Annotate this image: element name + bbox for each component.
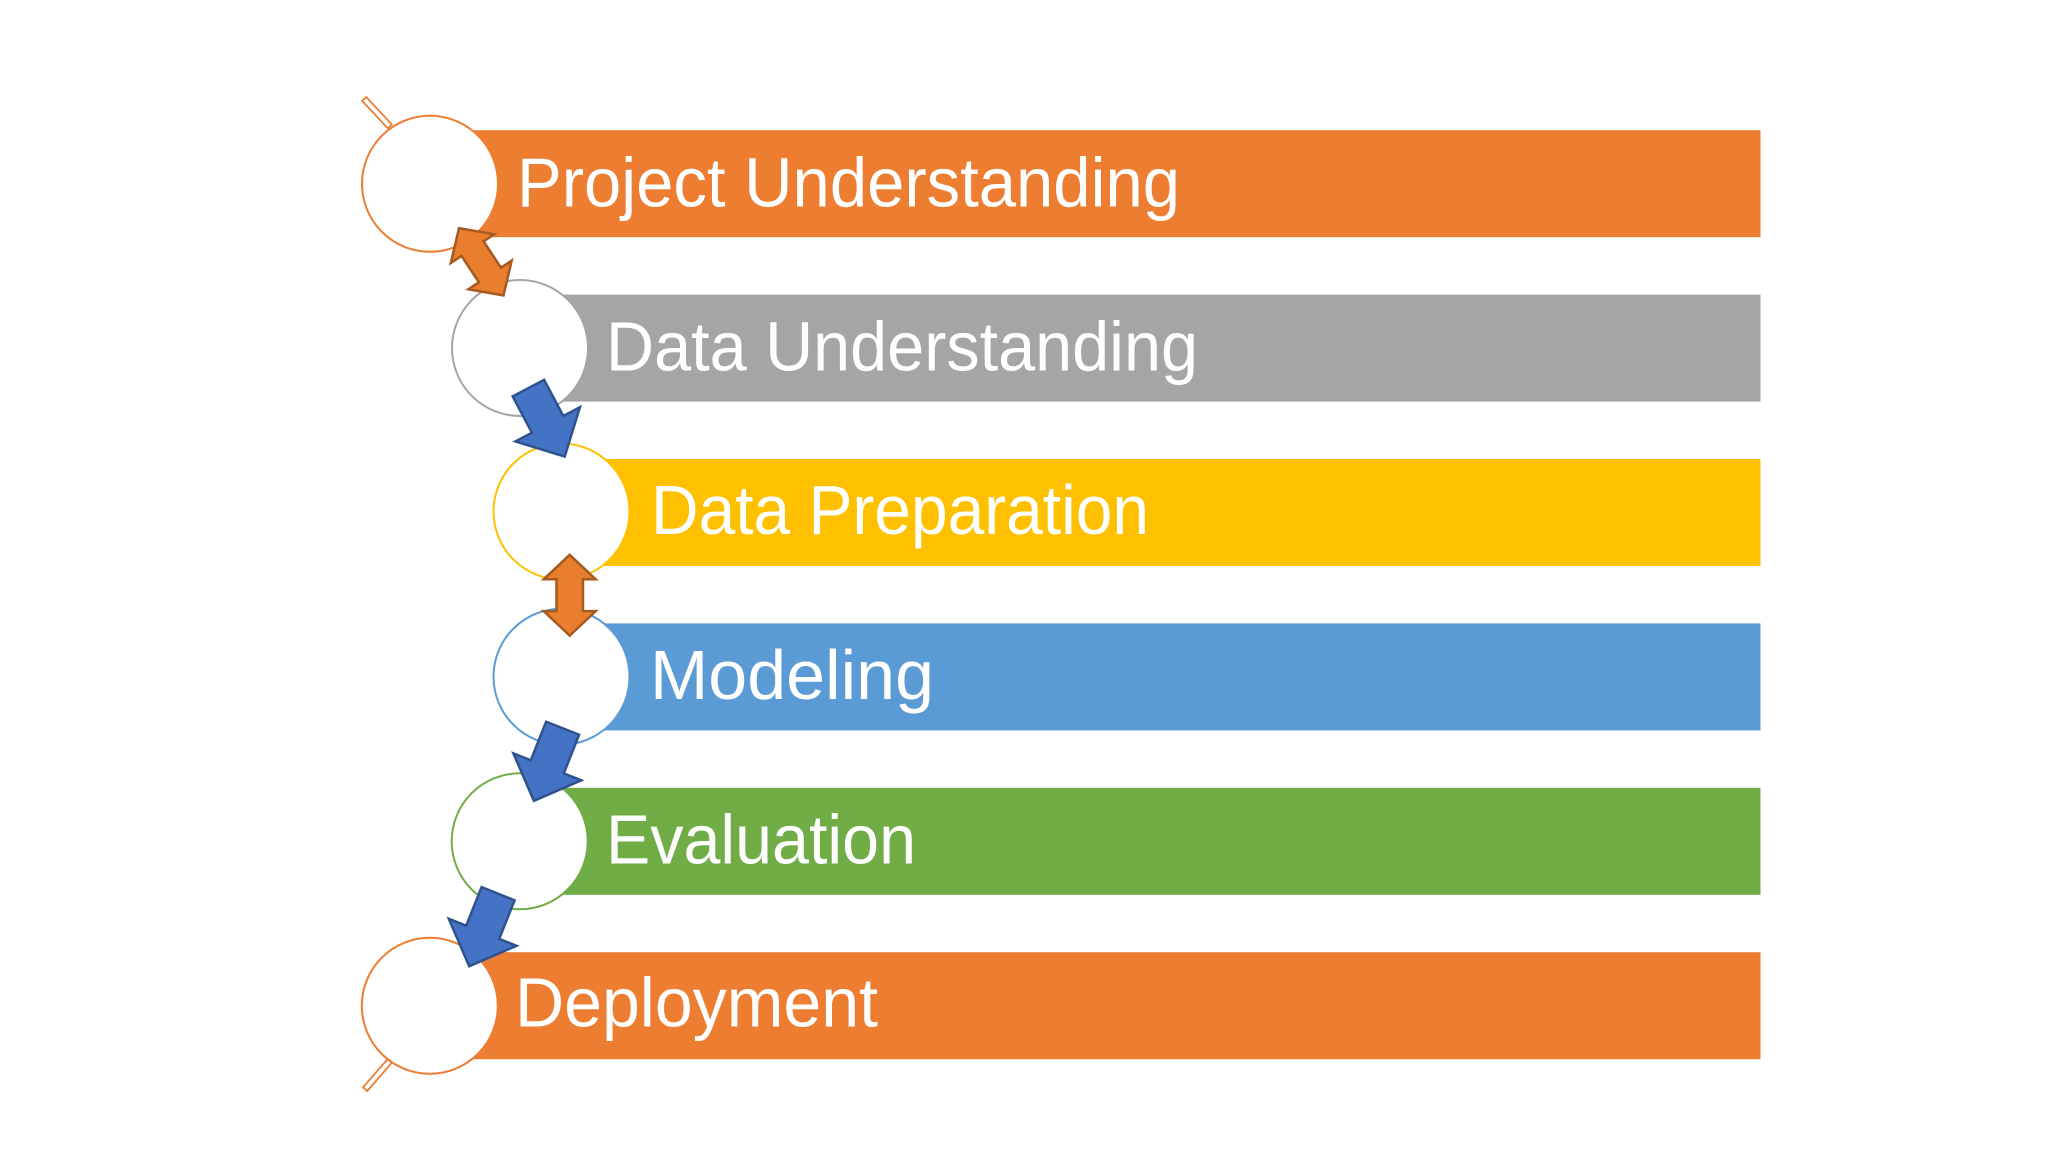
svg-text:Modeling: Modeling bbox=[650, 636, 934, 714]
svg-text:Deployment: Deployment bbox=[515, 964, 878, 1042]
svg-text:Evaluation: Evaluation bbox=[606, 801, 916, 879]
svg-text:Data Preparation: Data Preparation bbox=[651, 471, 1149, 549]
svg-text:Project Understanding: Project Understanding bbox=[517, 144, 1180, 222]
svg-text:Data Understanding: Data Understanding bbox=[606, 308, 1198, 386]
